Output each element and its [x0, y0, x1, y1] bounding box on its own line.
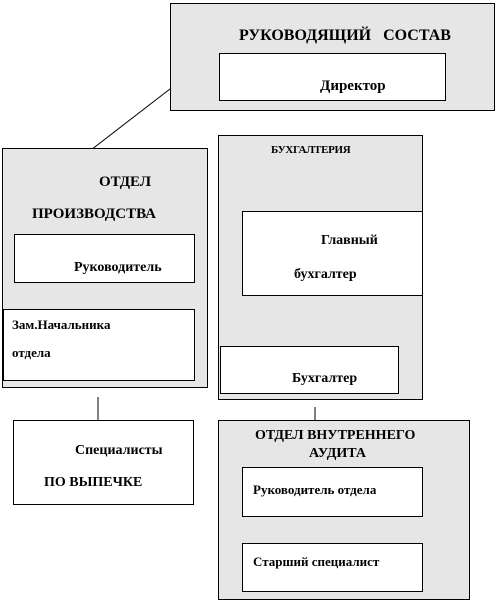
senior-specialist-box: Старший специалист	[242, 543, 423, 592]
deputy-label-line2: отдела	[12, 345, 51, 360]
chief-accountant-line1: Главный	[321, 233, 378, 248]
production-title-line2: ПРОИЗВОДСТВА	[32, 206, 156, 222]
audit-title-line1: ОТДЕЛ ВНУТРЕННЕГО	[255, 428, 416, 443]
senior-specialist-label: Старший специалист	[253, 554, 380, 569]
audit-title-line2: АУДИТА	[309, 446, 367, 461]
audit-head-label: Руководитель отдела	[253, 482, 377, 497]
production-head-label: Руководитель	[74, 260, 162, 275]
specialists-line1: Специалисты	[75, 443, 163, 458]
accountant-label: Бухгалтер	[292, 371, 358, 386]
director-box: Директор	[219, 53, 446, 101]
audit-head-box: Руководитель отдела	[242, 467, 423, 517]
leadership-panel: РУКОВОДЯЩИЙ СОСТАВ Директор	[170, 3, 495, 111]
production-title-line1: ОТДЕЛ	[99, 174, 152, 190]
chief-accountant-box: Главный бухгалтер	[242, 211, 423, 296]
production-head-box: Руководитель	[14, 234, 195, 283]
accounting-title: БУХГАЛТЕРИЯ	[271, 144, 351, 156]
specialists-line2: ПО ВЫПЕЧКЕ	[44, 475, 143, 490]
deputy-box: Зам.Начальника отдела	[3, 309, 195, 381]
deputy-label-line1: Зам.Начальника	[12, 317, 111, 332]
accountant-box: Бухгалтер	[220, 346, 399, 394]
leadership-title: РУКОВОДЯЩИЙ СОСТАВ	[239, 27, 451, 44]
chief-accountant-line2: бухгалтер	[294, 267, 357, 282]
specialists-box: Специалисты ПО ВЫПЕЧКЕ	[13, 420, 194, 505]
director-label: Директор	[320, 78, 386, 94]
connector-leadership-production	[86, 88, 171, 154]
